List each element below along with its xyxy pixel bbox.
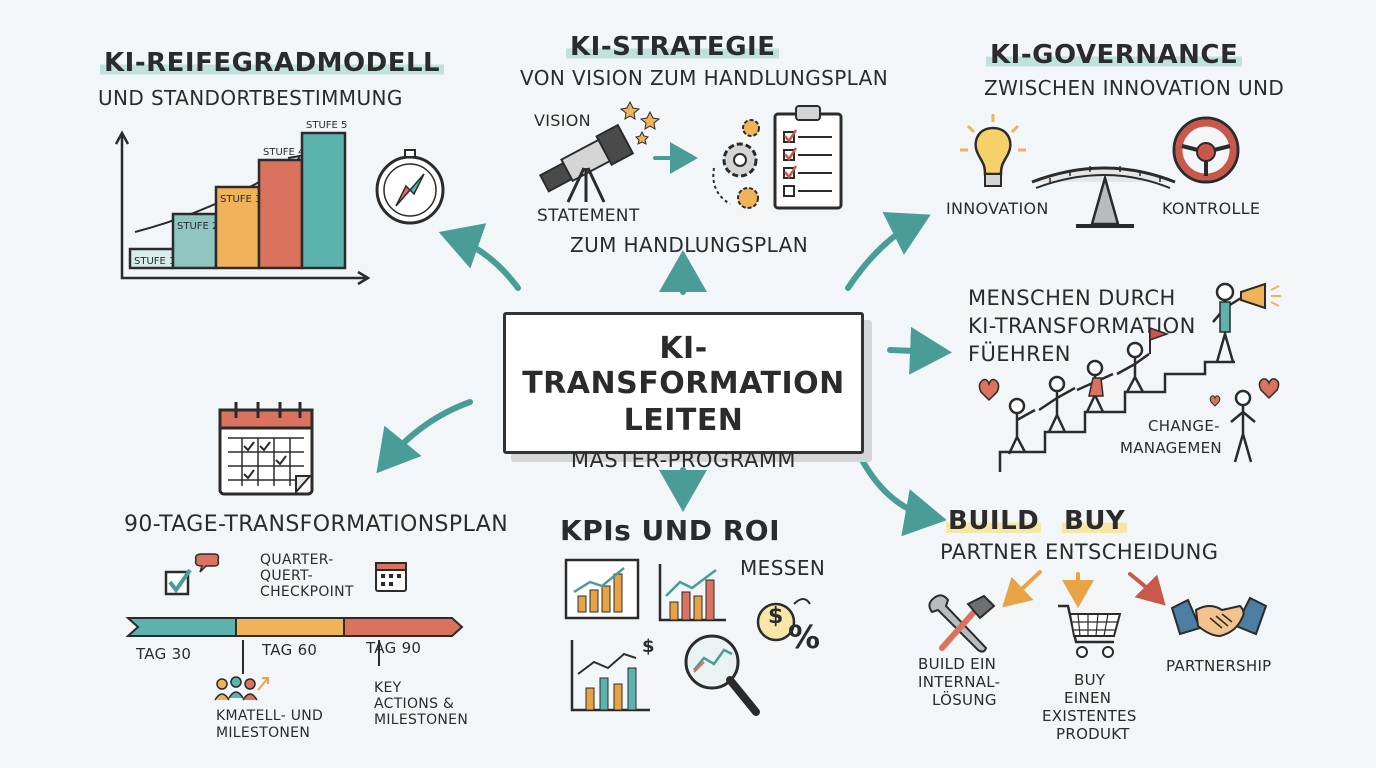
key-label-line3: MILESTONEN — [374, 712, 469, 728]
change-label-line1: CHANGE- — [1148, 417, 1220, 435]
telescope-icon — [530, 98, 661, 212]
bar-chart-icon-1 — [562, 556, 642, 626]
shopping-cart-icon — [1056, 600, 1126, 670]
buy-option-line3: EXISTENTES — [1042, 707, 1137, 725]
strategy-title: KI-STRATEGIE — [566, 32, 780, 62]
buy-option-line4: PRODUKT — [1056, 725, 1130, 743]
balance-scale-icon — [1030, 150, 1180, 244]
day60-label: TAG 60 — [262, 641, 318, 659]
maturity-bar-label-3: STUFE 3 — [220, 194, 261, 205]
plan90-title: 90-TAGE-TRANSFORMATIONSPLAN — [124, 512, 509, 537]
timeline-segment-3 — [343, 617, 464, 637]
build-option-line3: LÖSUNG — [932, 691, 997, 709]
steering-wheel-icon — [1168, 112, 1248, 196]
roi-percent-icon — [754, 592, 834, 676]
maturity-bar-label-5: STUFE 5 — [306, 120, 347, 131]
vision-label: VISION — [534, 111, 591, 130]
build-option-line2: INTERNAL- — [918, 673, 1001, 691]
timeline-segment-2 — [235, 617, 356, 637]
center-title-line2: LEITEN — [623, 403, 744, 438]
arrow-to-partner-option — [1128, 572, 1166, 606]
key-label-line2: ACTIONS & — [374, 696, 455, 712]
plan-label: ZUM HANDLUNGSPLAN — [570, 233, 809, 257]
magnifier-icon — [680, 628, 770, 728]
buy-option-line1: BUY — [1074, 671, 1106, 689]
checkpoint-label-line2: QUERT- — [260, 568, 313, 584]
buy-option-line2: EINEN — [1064, 689, 1112, 707]
center-title-line1: KI-TRANSFORMATION — [522, 331, 845, 401]
innovation-label: INNOVATION — [946, 199, 1049, 218]
arrow-to-plan90 — [376, 399, 473, 474]
maturity-title: KI-REIFEGRADMODELL — [100, 48, 445, 78]
partnership-label: PARTNERSHIP — [1166, 657, 1272, 675]
center-box: KI-TRANSFORMATION LEITEN MASTER-PROGRAMM — [503, 312, 864, 472]
team-label-line1: KMATELL- UND — [216, 708, 324, 724]
strategy-subtitle: VON VISION ZUM HANDLUNGSPLAN — [520, 66, 889, 90]
lightbulb-icon — [958, 112, 1028, 196]
dollar-symbol-1: $ — [642, 636, 655, 657]
buy-title-text: BUY — [1062, 506, 1128, 536]
stairs-team-illustration — [975, 282, 1285, 481]
maturity-bar-label-4: STUFE 4 — [263, 147, 304, 158]
arrow-to-build — [859, 457, 947, 537]
maturity-bar-label-2: STUFE 2 — [177, 221, 218, 232]
timeline-segment-1 — [125, 617, 248, 637]
dollar-symbol-2: $ — [768, 604, 784, 629]
checkpoint-label-line3: CHECKPOINT — [260, 584, 354, 600]
governance-title-text: KI-GOVERNANCE — [986, 40, 1243, 70]
build-title-text: BUILD — [946, 506, 1042, 536]
strategy-title-text: KI-STRATEGIE — [566, 32, 780, 62]
statement-label: STATEMENT — [537, 206, 640, 226]
people-title-line3: FÜEHREN — [968, 342, 1071, 366]
tools-icon — [924, 590, 1004, 660]
center-subtitle: MASTER-PROGRAMM — [570, 448, 797, 472]
maturity-bar-4 — [257, 158, 304, 270]
compass-icon — [372, 148, 452, 232]
control-label: KONTROLLE — [1162, 199, 1261, 218]
team-icon — [214, 674, 274, 708]
maturity-title-text: KI-REIFEGRADMODELL — [100, 48, 445, 78]
arrow-to-governance — [845, 211, 931, 291]
people-title-line1: MENSCHEN DURCH — [968, 286, 1176, 310]
calendar-icon — [212, 402, 322, 506]
checkbox-icon — [164, 552, 224, 606]
checkpoint-label-line1: QUARTER- — [260, 552, 334, 568]
maturity-bar-5 — [300, 131, 347, 270]
build-option-line1: BUILD EIN — [918, 655, 997, 673]
timeline-markers — [242, 640, 380, 674]
day90-label: TAG 90 — [366, 639, 422, 657]
timeline-bar — [125, 617, 464, 637]
bar-chart-icon-2 — [654, 562, 730, 628]
buy-title: BUY — [1062, 506, 1128, 536]
change-label-line2: MANAGEMEN — [1120, 439, 1222, 457]
maturity-subtitle: UND STANDORTBESTIMMUNG — [98, 86, 403, 110]
governance-title: KI-GOVERNANCE — [986, 40, 1243, 70]
day30-label: TAG 30 — [136, 645, 192, 663]
governance-subtitle: ZWISCHEN INNOVATION UND — [984, 76, 1285, 100]
kpi-title: KPIs UND ROI — [560, 514, 780, 547]
line-chart-icon — [564, 638, 654, 718]
key-label-line1: KEY — [374, 680, 402, 696]
maturity-bar-label-1: STUFE 1 — [134, 256, 175, 267]
small-calendar-icon — [374, 558, 410, 598]
team-label-line2: MILESTONEN — [216, 725, 311, 741]
build-subtitle: PARTNER ENTSCHEIDUNG — [940, 540, 1219, 564]
percent-symbol: % — [788, 618, 821, 656]
kpi-subtitle: MESSEN — [740, 556, 826, 580]
checklist-icon — [770, 104, 850, 218]
maturity-chart: STUFE 1 STUFE 2 STUFE 3 STUFE 4 STUFE 5 — [114, 120, 371, 286]
handshake-icon — [1170, 588, 1270, 652]
arrow-to-build-option — [1002, 570, 1042, 608]
arrow-to-people — [887, 326, 952, 375]
arrow-to-maturity — [438, 223, 521, 291]
build-title: BUILD — [946, 506, 1042, 536]
gears-icon — [706, 118, 776, 222]
